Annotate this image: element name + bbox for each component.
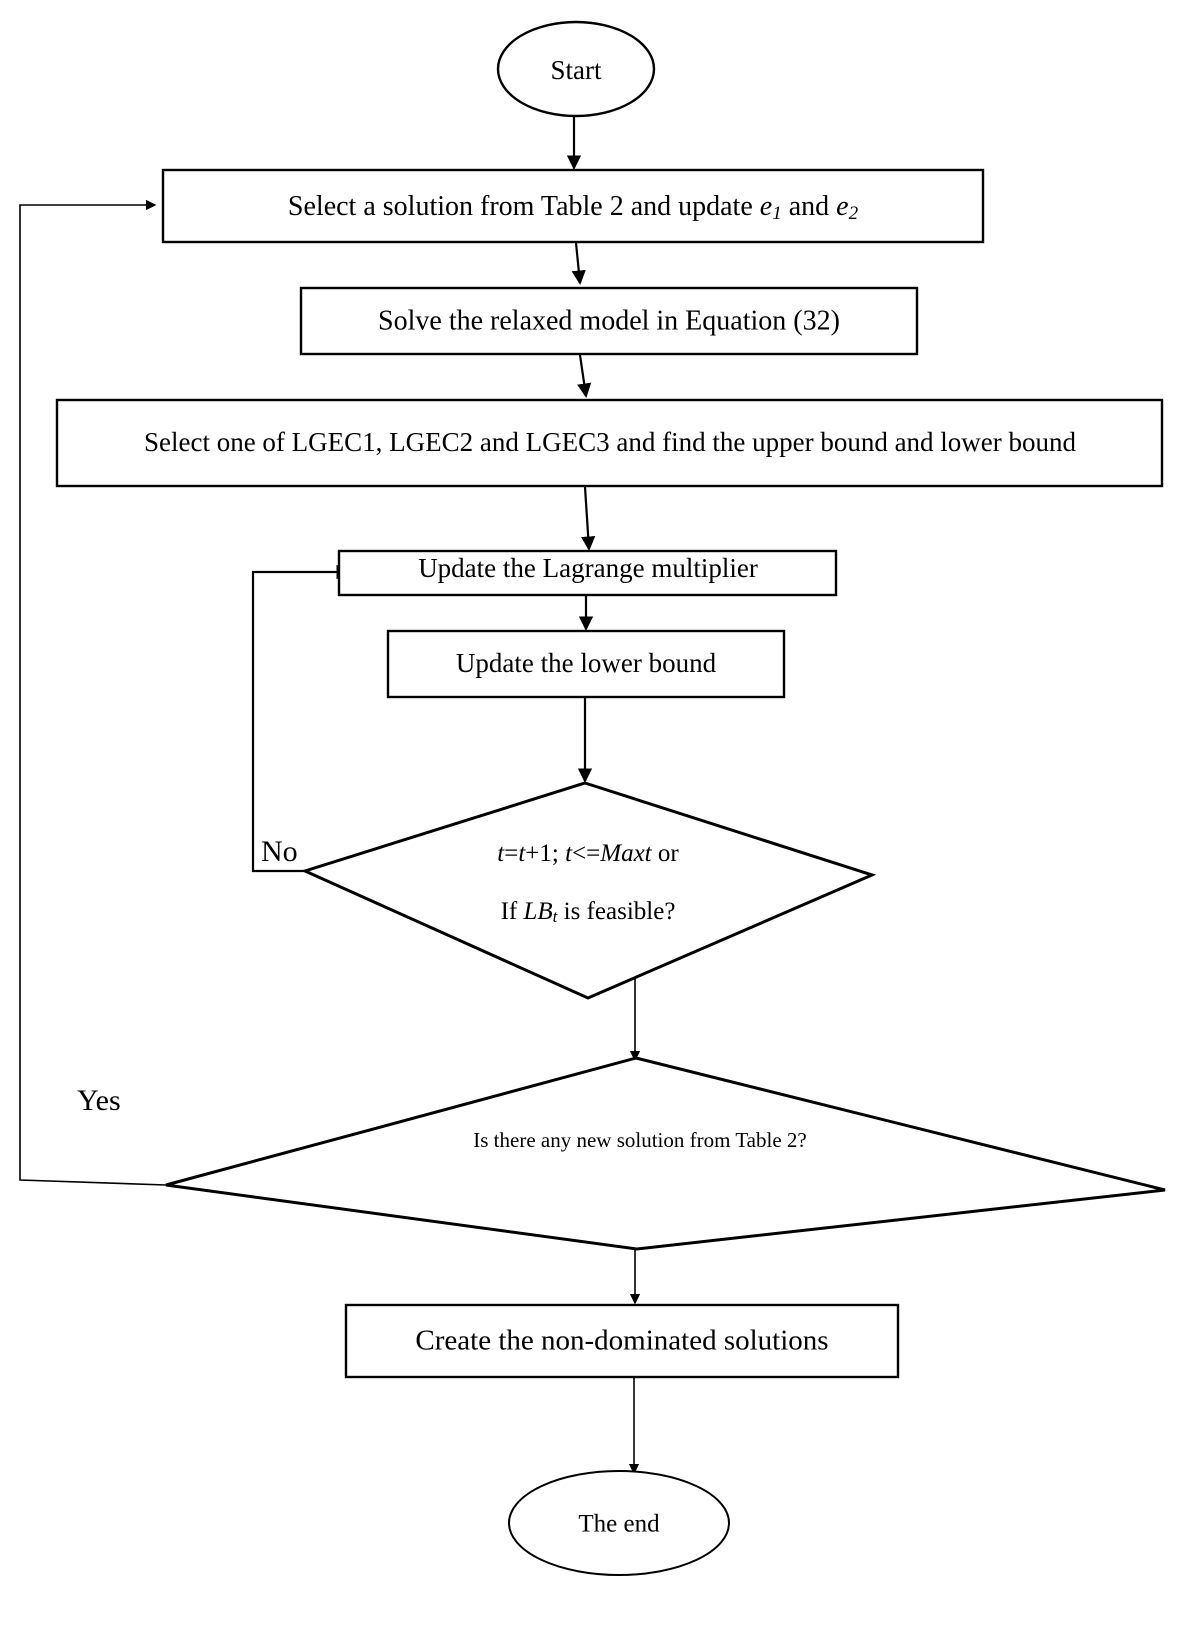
edge-no-loop-to-update-lagrange bbox=[251, 564, 351, 873]
node-end: The end bbox=[508, 1470, 730, 1576]
node-select-solution: Select a solution from Table 2 and updat… bbox=[161, 168, 985, 244]
decision-iteration-diamond bbox=[300, 781, 877, 1000]
select-lgec-box bbox=[55, 398, 1164, 488]
select-solution-label-b: and bbox=[782, 191, 836, 222]
select-solution-e1: e bbox=[760, 191, 772, 222]
edge-label-no: No bbox=[261, 835, 298, 868]
select-solution-box bbox=[161, 168, 985, 244]
select-solution-e2: e bbox=[836, 191, 848, 222]
start-ellipse bbox=[496, 20, 656, 118]
decision-new-solution-diamond bbox=[165, 1056, 1166, 1251]
edge-yes-loop-to-select-solution bbox=[19, 199, 167, 1186]
edge-solve-relaxed-to-select-lgec bbox=[577, 354, 592, 398]
solve-relaxed-label: Solve the relaxed model in Equation (32) bbox=[378, 305, 840, 336]
node-update-lagrange: Update the Lagrange multiplier bbox=[337, 549, 838, 597]
update-lagrange-box bbox=[337, 549, 838, 597]
decision-iteration-line1: t=t+1; t<=Maxt or bbox=[497, 840, 679, 867]
select-solution-label-a: Select a solution from Table 2 and updat… bbox=[288, 191, 760, 222]
node-update-lower-bound: Update the lower bound bbox=[386, 629, 786, 699]
update-lagrange-label: Update the Lagrange multiplier bbox=[418, 553, 758, 583]
select-solution-e2-sub: 2 bbox=[849, 203, 859, 224]
update-lower-bound-box bbox=[386, 629, 786, 699]
edge-select-lgec-to-update-lagrange bbox=[581, 486, 596, 551]
node-decision-iteration: t=t+1; t<=Maxt or If LBt is feasible? bbox=[300, 781, 877, 1000]
create-nondominated-box bbox=[344, 1303, 900, 1379]
decision-new-solution-label: Is there any new solution from Table 2? bbox=[473, 1128, 806, 1152]
update-lower-bound-label: Update the lower bound bbox=[456, 648, 717, 678]
select-solution-e1-sub: 1 bbox=[772, 203, 782, 224]
node-decision-new-solution: Is there any new solution from Table 2? bbox=[165, 1056, 1166, 1251]
node-create-nondominated: Create the non-dominated solutions bbox=[344, 1303, 900, 1379]
node-solve-relaxed: Solve the relaxed model in Equation (32) bbox=[299, 286, 919, 356]
node-select-lgec: Select one of LGEC1, LGEC2 and LGEC3 and… bbox=[55, 398, 1164, 488]
start-label: Start bbox=[551, 55, 602, 85]
solve-relaxed-box bbox=[299, 286, 919, 356]
decision-iteration-line2: If LBt is feasible? bbox=[501, 898, 676, 926]
select-lgec-label: Select one of LGEC1, LGEC2 and LGEC3 and… bbox=[144, 427, 1077, 457]
node-start: Start bbox=[496, 20, 656, 118]
select-solution-label: Select a solution from Table 2 and updat… bbox=[288, 191, 859, 223]
end-ellipse bbox=[508, 1470, 730, 1576]
end-label: The end bbox=[578, 1511, 660, 1538]
edge-select-solution-to-solve-relaxed bbox=[571, 242, 586, 285]
create-nondominated-label: Create the non-dominated solutions bbox=[415, 1325, 828, 1357]
edge-label-yes: Yes bbox=[77, 1084, 121, 1117]
